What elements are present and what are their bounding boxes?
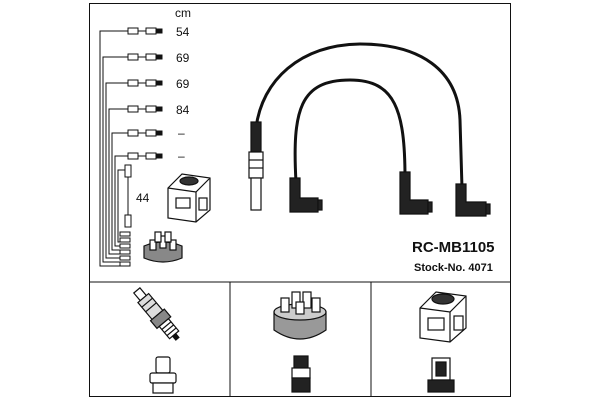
ignition-lead-set — [254, 42, 464, 189]
coil-lead-wire — [254, 42, 464, 189]
straight-connector-icon — [248, 121, 264, 211]
unit-label: cm — [175, 6, 191, 20]
legend-wire-bundle — [99, 30, 128, 267]
legend-wire-5 — [127, 129, 163, 137]
outer-frame — [89, 3, 511, 397]
plug-lead-wire-1 — [293, 78, 407, 183]
coil-wire-length-value: 44 — [136, 191, 150, 205]
length-value-1: 54 — [176, 25, 190, 39]
legend-wire-6 — [127, 152, 163, 160]
angled-connector-3-icon — [455, 183, 491, 217]
spark-plug-icon — [132, 287, 180, 341]
legend-wire-2 — [127, 53, 163, 61]
length-value-4: 84 — [176, 103, 190, 117]
legend-coil-wire — [124, 164, 132, 228]
product-code: RC-MB1105 — [412, 239, 495, 256]
length-value-2: 69 — [176, 51, 190, 65]
distributor-cap-icon — [273, 291, 327, 340]
length-value-6: – — [178, 149, 185, 163]
legend-wire-4 — [127, 105, 163, 113]
legend-wire-1 — [127, 27, 163, 35]
cap-connector-icon — [291, 355, 311, 393]
stock-number: Stock-No. 4071 — [414, 262, 493, 274]
angled-connector-1-icon — [289, 177, 323, 213]
length-value-3: 69 — [176, 77, 190, 91]
legend-wire-3 — [127, 79, 163, 87]
legend-distributor-cap-icon — [143, 231, 183, 263]
legend-wire-glyphs — [119, 27, 163, 267]
angled-connector-2-icon — [399, 171, 433, 215]
ignition-coil-icon — [419, 291, 467, 343]
legend-ignition-coil-icon — [167, 173, 211, 223]
legend-terminal-stack — [119, 231, 131, 267]
plug-connector-icon — [149, 356, 177, 394]
length-value-5: – — [178, 126, 185, 140]
coil-connector-icon — [427, 357, 455, 393]
